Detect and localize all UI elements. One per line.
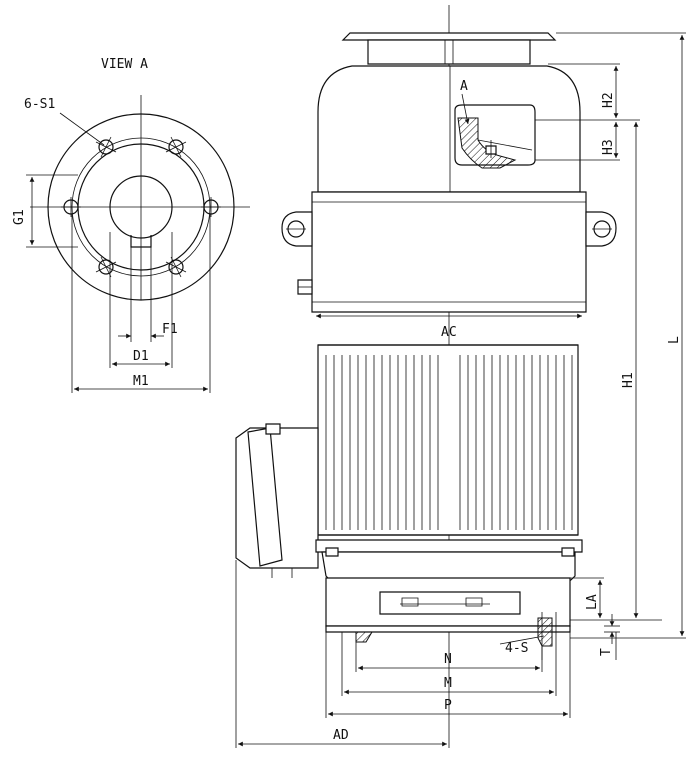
top-cap-neck [368,40,530,64]
label-la: LA [585,594,600,610]
lifting-eye-right [586,212,616,246]
label-m: M [444,676,452,691]
label-d1: D1 [133,349,149,364]
label-h2: H2 [601,92,616,108]
flange-bolt-holes [61,137,221,277]
leader-4-s [500,636,544,644]
flange-spigot-ring [326,626,570,632]
label-h3: H3 [601,139,616,155]
label-f1: F1 [162,322,178,337]
label-h1: H1 [621,372,636,388]
label-l: L [667,336,682,344]
lifting-eye-left [282,212,312,246]
label-4-s: 4-S [505,641,528,656]
flange-inner-boss [380,592,520,614]
view-a-title: VIEW A [101,57,148,72]
leader-6-s1 [60,113,104,145]
label-m1: M1 [133,374,149,389]
label-p: P [444,698,452,713]
cooling-fins [326,355,572,530]
top-cap-rim [343,33,555,40]
label-g1: G1 [12,209,27,225]
motor-frame [312,192,586,312]
label-6-s1: 6-S1 [24,97,55,112]
side-view: A AC [236,5,686,748]
fan-cover [318,66,580,192]
label-n: N [444,652,452,667]
view-a: VIEW A 6-S1 G1 [12,57,250,393]
base-bolt-hatch-left [356,632,372,642]
label-ad: AD [333,728,349,743]
lower-shield-ring [316,540,582,552]
label-t: T [599,648,614,656]
finned-body [318,345,578,535]
shaft-section-hatch [458,118,515,168]
label-view-a-marker: A [460,79,468,94]
base-bolt-hatch-right [538,618,552,646]
label-ac: AC [441,325,457,340]
terminal-box [236,424,318,578]
